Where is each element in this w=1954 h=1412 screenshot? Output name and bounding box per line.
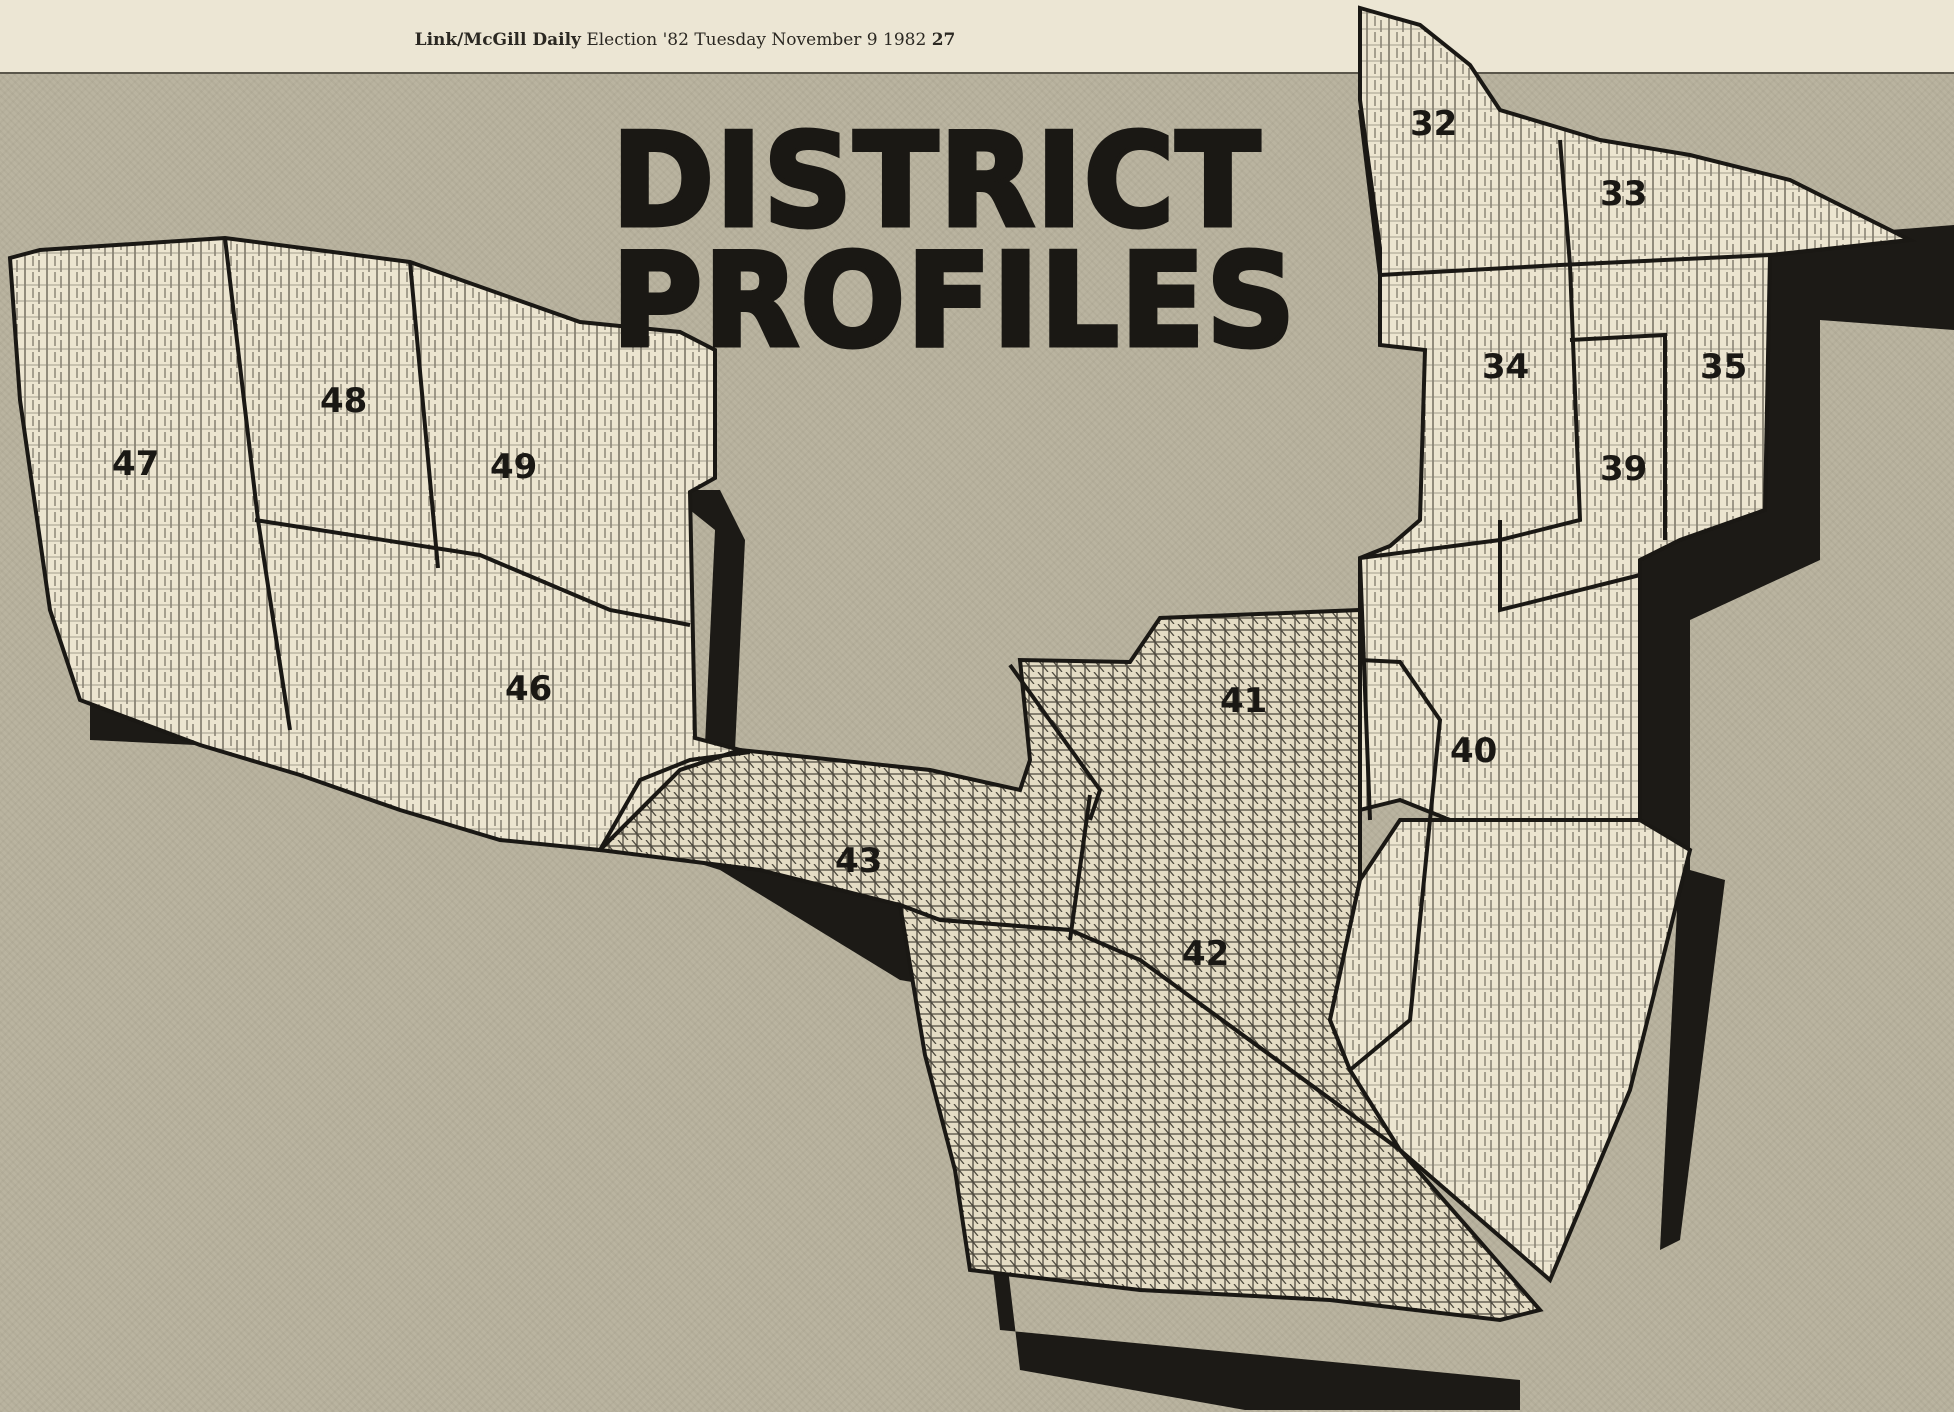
- district-label-49: 49: [490, 447, 537, 487]
- publication-name: Link/McGill Daily: [414, 30, 581, 50]
- district-label-40: 40: [1450, 731, 1497, 771]
- district-label-41: 41: [1220, 681, 1267, 721]
- headline: DISTRICT PROFILES: [610, 107, 1298, 376]
- running-header: Link/McGill Daily Election '82 Tuesday N…: [0, 30, 1370, 50]
- map-land-east: [1358, 5, 1917, 822]
- district-label-39: 39: [1600, 449, 1647, 489]
- headline-line-1: DISTRICT: [610, 107, 1263, 256]
- district-label-47: 47: [112, 444, 159, 484]
- district-label-33: 33: [1600, 174, 1647, 214]
- district-label-32: 32: [1410, 104, 1457, 144]
- district-labels: 32 33 34 35 39 40 41 42 43 46 47 48 49: [112, 104, 1747, 974]
- district-label-34: 34: [1482, 347, 1529, 387]
- district-boundaries: [223, 109, 1771, 1072]
- edition-line: Election '82 Tuesday November 9 1982: [586, 30, 927, 50]
- page-header: [0, 0, 1954, 74]
- headline-line-2: PROFILES: [610, 227, 1298, 376]
- page-number: 27: [931, 30, 956, 50]
- district-label-43: 43: [835, 841, 882, 881]
- district-label-35: 35: [1700, 347, 1747, 387]
- district-label-48: 48: [320, 381, 367, 421]
- district-label-46: 46: [505, 669, 552, 709]
- district-label-42: 42: [1182, 934, 1229, 974]
